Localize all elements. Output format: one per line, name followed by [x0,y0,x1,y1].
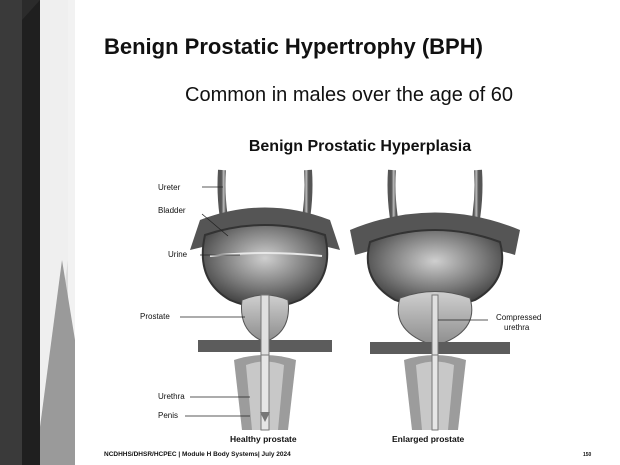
label-urine: Urine [168,250,187,259]
bph-illustration: Ureter Bladder Urine Prostate Urethra Pe… [130,160,590,450]
label-penis: Penis [158,411,178,420]
label-compressed-line1: Compressed [496,313,541,322]
enlarged-prostate-diagram [350,170,520,430]
slide-subtitle: Common in males over the age of 60 [104,84,594,107]
label-compressed-line2: urethra [504,323,529,332]
label-prostate: Prostate [140,312,170,321]
slide-title: Benign Prostatic Hypertrophy (BPH) [104,34,483,60]
caption-enlarged: Enlarged prostate [392,434,464,444]
page-number: 150 [583,452,591,458]
figure-title: Benign Prostatic Hyperplasia [130,138,590,156]
label-ureter: Ureter [158,183,180,192]
slide-footer: NCDHHS/DHSR/HCPEC | Module H Body System… [104,451,291,458]
caption-healthy: Healthy prostate [230,434,297,444]
label-urethra: Urethra [158,392,185,401]
left-decoration [0,0,100,465]
anatomy-diagram [130,160,590,450]
label-bladder: Bladder [158,206,186,215]
healthy-prostate-diagram [180,170,340,430]
